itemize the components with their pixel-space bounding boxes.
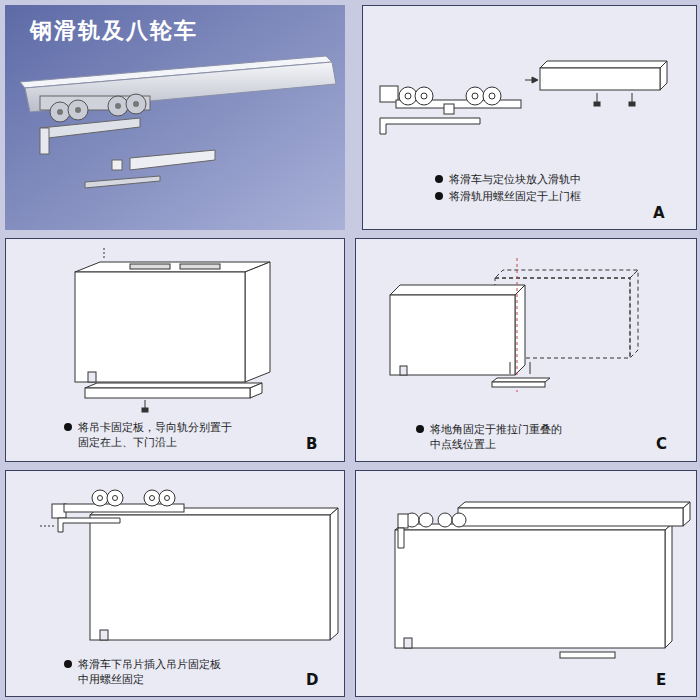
step-panel: 将地角固定于推拉门重叠的 中点线位置上 C	[355, 238, 697, 462]
overlap-drawing	[390, 258, 638, 392]
photo-ground	[5, 5, 345, 230]
caption-text: 将地角固定于推拉门重叠的 中点线位置上	[430, 423, 562, 451]
door-drawing	[75, 248, 270, 412]
bullet-dot	[416, 425, 424, 433]
panel-ground	[355, 238, 697, 462]
hanging-drawing	[40, 490, 338, 640]
finished-drawing	[395, 502, 690, 658]
trolley-drawing	[380, 86, 521, 134]
step-letter: E	[656, 671, 666, 689]
step-caption: 将吊卡固定板，导向轨分别置于 固定在上、下门沿上	[64, 420, 278, 450]
bullet-dot	[64, 423, 72, 431]
bullet-dot	[435, 192, 443, 200]
bullet-dot	[64, 660, 72, 668]
rail-drawing	[525, 61, 667, 106]
caption-text: 将滑车与定位块放入滑轨中	[449, 173, 581, 186]
step-letter: D	[306, 671, 318, 689]
step-panel: 将滑车下吊片插入吊片固定板 中用螺丝固定 D	[5, 470, 345, 697]
panel-ground	[355, 470, 697, 697]
panel-ground	[362, 5, 697, 230]
caption-text: 将吊卡固定板，导向轨分别置于 固定在上、下门沿上	[78, 421, 232, 449]
step-caption: 将滑车与定位块放入滑轨中	[435, 172, 581, 187]
step-letter: C	[656, 435, 667, 453]
step-caption: 将滑轨用螺丝固定于上门框	[435, 189, 581, 204]
step-panel: E	[355, 470, 697, 697]
caption-text: 将滑轨用螺丝固定于上门框	[449, 190, 581, 203]
step-caption: 将地角固定于推拉门重叠的 中点线位置上	[416, 422, 630, 452]
step-letter: A	[653, 204, 665, 222]
bullet-dot	[435, 175, 443, 183]
diagram-title: 钢滑轨及八轮车	[30, 16, 198, 46]
step-caption: 将滑车下吊片插入吊片固定板 中用螺丝固定	[64, 657, 278, 687]
panel-ground	[5, 470, 345, 697]
step-panel: 将吊卡固定板，导向轨分别置于 固定在上、下门沿上 B	[5, 238, 345, 462]
step-letter: B	[306, 435, 317, 453]
rail-photo	[20, 56, 336, 188]
panel-ground	[5, 238, 345, 462]
step-panel: 将滑车与定位块放入滑轨中将滑轨用螺丝固定于上门框 A	[362, 5, 697, 230]
caption-text: 将滑车下吊片插入吊片固定板 中用螺丝固定	[78, 658, 221, 686]
